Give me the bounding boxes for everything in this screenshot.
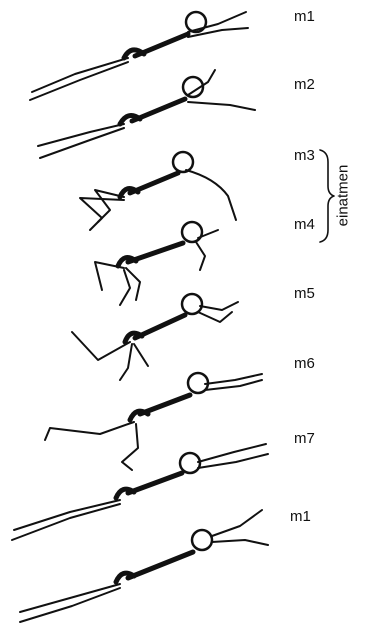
arm [185,169,237,221]
bracket-label-container: einatmen [328,145,358,245]
swimmer-figure-m4 [94,220,219,306]
phase-bracket [319,149,335,243]
arm-lower [187,101,256,111]
hip [113,486,137,501]
phase-label-m6: m6 [294,355,315,372]
swimmer-figure-m2 [37,69,256,159]
head [181,75,205,99]
leg-lower [39,127,125,159]
leg-b [119,269,131,306]
phase-label-m1-repeat: m1 [290,508,311,525]
leg-upper [13,499,121,531]
torso [137,392,193,417]
head [178,451,202,475]
phase-label-m1: m1 [294,8,315,25]
leg-b [119,343,133,381]
leg-a [71,331,131,361]
leg-upper [37,123,125,147]
bracket-label: einatmen [334,164,352,226]
arm-upper [211,509,263,537]
phase-label-m5: m5 [294,285,315,302]
arm-upper [187,69,216,96]
phase-label-m3: m3 [294,147,315,164]
leg-b [79,197,125,231]
phase-label-m2: m2 [294,76,315,93]
arm-a [197,229,219,239]
swimmer-figure-m1-repeat [19,509,269,623]
front-arm-upper [187,11,247,33]
swimmer-figure-m3 [79,150,237,231]
arm-lower [197,453,269,469]
hip [122,330,145,345]
leg-a [44,421,135,441]
hip [127,408,151,423]
leg-c [125,267,141,301]
swimmer-figure-m1 [29,10,249,101]
head [171,150,195,174]
leg-a [94,261,125,291]
front-arm-lower [187,27,249,38]
head [184,10,208,34]
leg-lower [29,61,129,101]
leg-upper [19,583,121,613]
arm-b [195,241,206,271]
hip [117,112,143,127]
leg-upper [31,57,129,93]
torso [125,470,185,496]
swimmer-figure-m6 [44,371,263,471]
head [190,528,214,552]
arm-lower [204,379,263,391]
head [180,220,204,244]
phase-label-m4: m4 [294,216,315,233]
arm-lower [211,539,269,546]
arm [199,301,239,311]
leg-lower [19,587,121,623]
arm-b [197,311,233,323]
hip [115,255,139,269]
phase-label-m7: m7 [294,430,315,447]
head [180,292,204,316]
torso [125,549,196,581]
hip [121,47,147,61]
leg-lower [11,503,121,541]
arm-upper [204,373,263,385]
hip [113,570,137,585]
arm-upper [197,443,267,463]
leg-b [121,423,139,471]
swimmer-figure-m5 [71,292,239,381]
leg-c [133,343,149,367]
swimmer-figure-m7 [11,443,269,541]
hip [117,186,141,200]
